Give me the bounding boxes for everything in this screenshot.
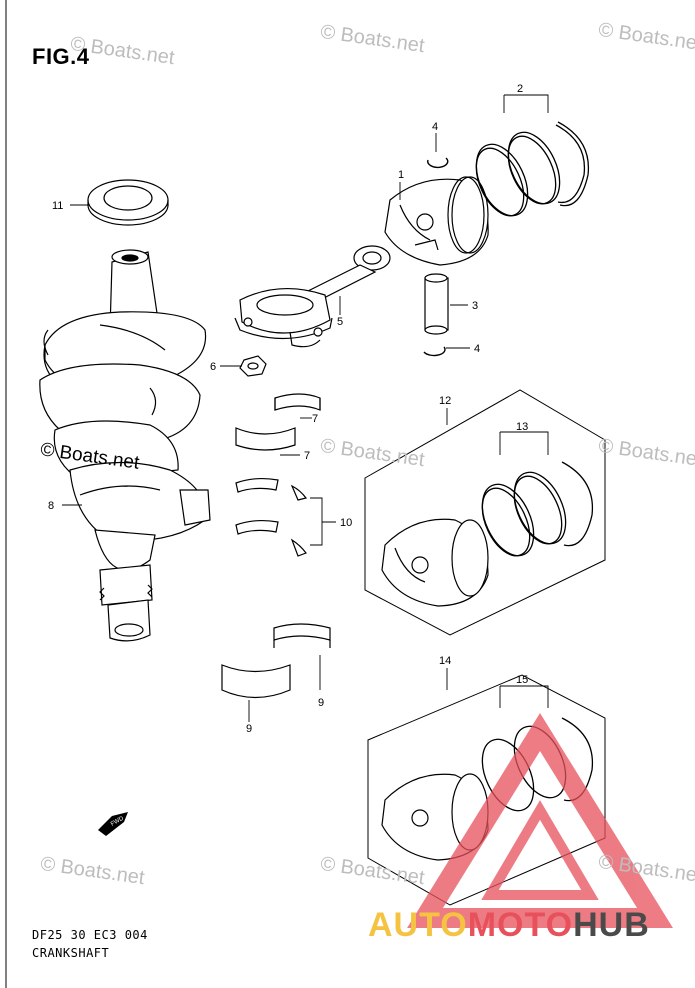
callout-13: 13 [516,421,528,433]
brand-logo-icon [407,712,673,928]
crankshaft-drawing [39,249,211,642]
brand-part-hub: HUB [573,906,650,944]
callout-15: 15 [516,674,528,686]
callout-7-bottom: 7 [304,450,310,462]
piston-std-drawing [381,518,489,607]
callout-9-left: 9 [246,723,252,735]
nut-drawing [239,355,267,377]
callout-14: 14 [439,655,451,667]
callout-6: 6 [210,361,216,373]
brand-part-moto: MOTO [467,906,574,944]
callout-8: 8 [48,500,54,512]
bearing-9-drawing [221,623,331,699]
callout-4-top: 4 [432,121,438,133]
circlip-drawing [423,157,449,357]
callout-9-right: 9 [318,697,324,709]
piston-pin-drawing [424,273,449,335]
piston-rings-drawing [475,121,590,217]
bearing-10-drawing [235,477,308,557]
callout-labels: 1 2 3 4 4 5 6 7 7 8 9 9 10 11 12 13 14 1… [48,83,528,735]
callout-1: 1 [398,169,404,181]
figure-title: FIG.4 [32,44,90,69]
callout-4-bottom: 4 [474,343,480,355]
oil-seal-drawing [87,179,169,226]
diagram-name: CRANKSHAFT [32,946,110,960]
rings-std-drawing [481,461,594,557]
fwd-arrow-icon: FWD [98,812,128,836]
callout-7-top: 7 [312,413,318,425]
diagram-code: DF25 30 EC3 004 [32,928,148,942]
brand-part-auto: AUTO [368,906,468,944]
callout-5: 5 [337,316,343,328]
brand-logo-text: AUTOMOTOHUB [368,906,650,945]
callout-10: 10 [340,517,352,529]
leader-lines [62,94,549,722]
callout-2: 2 [517,83,523,95]
connecting-rod-drawing [234,245,391,348]
piston-drawing [384,176,489,266]
callout-3: 3 [472,300,478,312]
box-12-drawing [364,389,606,636]
bearing-7-drawing [235,393,321,451]
callout-12: 12 [439,395,451,407]
callout-11: 11 [52,200,63,212]
